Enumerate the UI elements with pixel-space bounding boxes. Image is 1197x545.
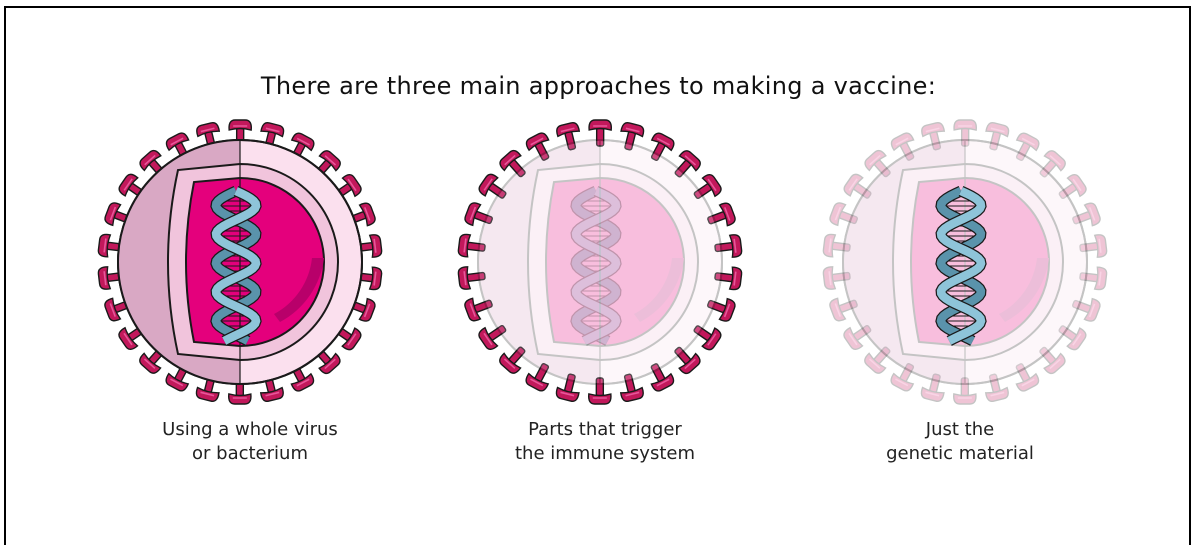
caption-whole-virus-line2: or bacterium bbox=[100, 442, 400, 466]
virus-genetic-material bbox=[823, 120, 1108, 404]
virus-body bbox=[118, 140, 362, 384]
caption-genetic-material-line2: genetic material bbox=[810, 442, 1110, 466]
virus-whole-pathogen bbox=[98, 120, 383, 404]
caption-immune-parts-line2: the immune system bbox=[455, 442, 755, 466]
caption-immune-parts: Parts that trigger the immune system bbox=[455, 418, 755, 466]
virus-subunit-parts bbox=[458, 120, 743, 404]
caption-whole-virus: Using a whole virus or bacterium bbox=[100, 418, 400, 466]
caption-immune-parts-line1: Parts that trigger bbox=[455, 418, 755, 442]
virus-body bbox=[843, 140, 1087, 384]
caption-genetic-material: Just the genetic material bbox=[810, 418, 1110, 466]
caption-whole-virus-line1: Using a whole virus bbox=[100, 418, 400, 442]
virus-body bbox=[478, 140, 722, 384]
caption-genetic-material-line1: Just the bbox=[810, 418, 1110, 442]
